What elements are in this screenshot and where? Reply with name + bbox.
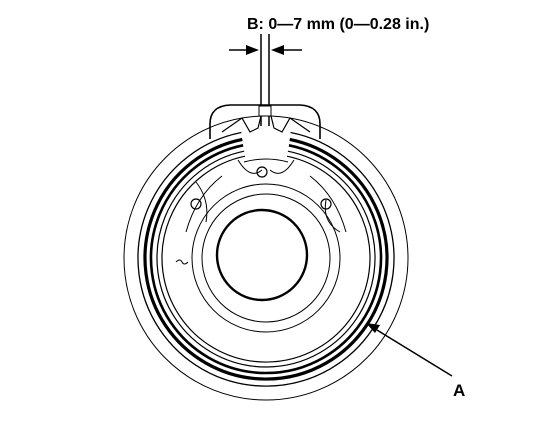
callout-a-leader: [366, 323, 453, 377]
callout-a-label: A: [453, 381, 465, 400]
center-bore: [215, 208, 309, 302]
brake-shoe-assembly: [137, 131, 395, 387]
dimension-b-label: B: 0—7 mm (0—0.28 in.): [247, 16, 429, 33]
hub-flange: [175, 158, 347, 333]
wheel-cylinder-bracket: [209, 104, 321, 139]
